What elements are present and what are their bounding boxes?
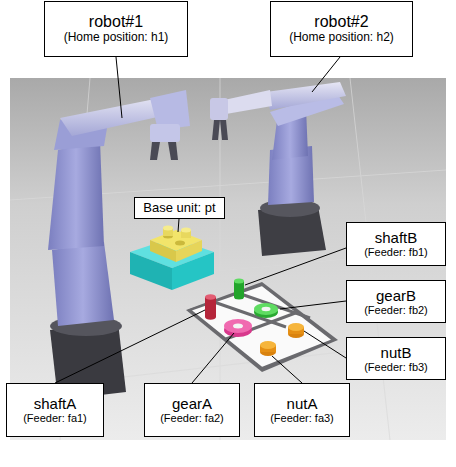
part-name: nutA	[287, 395, 318, 412]
parts	[205, 279, 304, 357]
part-name: robot#2	[314, 13, 368, 31]
callout-box: Base unit: pt	[134, 197, 225, 219]
part-detail: (Feeder: fb3)	[364, 361, 428, 374]
part-name: shaftA	[34, 395, 77, 412]
base-unit	[130, 226, 214, 291]
robot-2	[210, 82, 346, 256]
part-detail: (Feeder: fb1)	[364, 246, 428, 259]
part-name: gearA	[172, 395, 212, 412]
part-detail: (Home position: h2)	[289, 31, 394, 45]
callout-box: gearB(Feeder: fb2)	[346, 280, 446, 323]
callout-box: nutB(Feeder: fb3)	[346, 337, 446, 380]
part-detail: (Home position: h1)	[64, 31, 169, 45]
callout-box: gearA(Feeder: fa2)	[144, 383, 240, 437]
part-name: robot#1	[89, 13, 143, 31]
part-detail: (Feeder: fa1)	[23, 412, 87, 425]
part-name: Base unit: pt	[143, 201, 215, 216]
part-detail: (Feeder: fb2)	[364, 304, 428, 317]
feeder-tray	[186, 282, 338, 372]
callout-box: nutA(Feeder: fa3)	[254, 383, 350, 437]
leader-lines	[55, 57, 346, 383]
part-detail: (Feeder: fa3)	[270, 412, 334, 425]
part-name: gearB	[376, 287, 416, 304]
callout-box: shaftA(Feeder: fa1)	[6, 383, 104, 437]
part-name: nutB	[381, 344, 412, 361]
part-name: shaftB	[375, 229, 418, 246]
part-detail: (Feeder: fa2)	[160, 412, 224, 425]
callout-box: shaftB(Feeder: fb1)	[346, 222, 446, 266]
callout-box: robot#2(Home position: h2)	[270, 1, 413, 57]
callout-box: robot#1(Home position: h1)	[44, 1, 188, 57]
